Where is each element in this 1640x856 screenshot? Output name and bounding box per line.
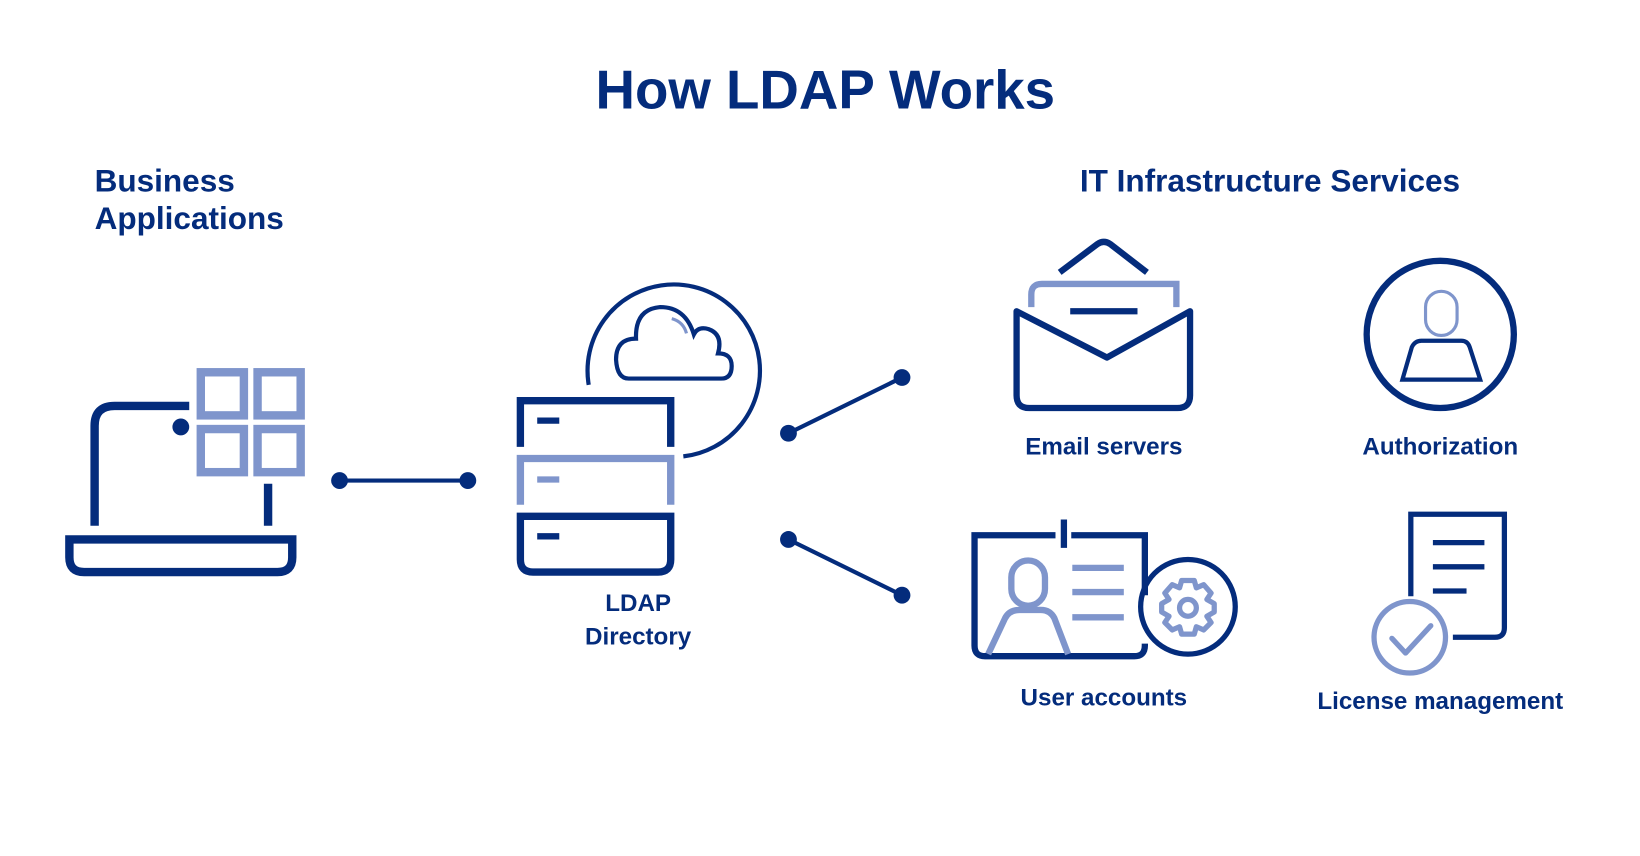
ldap-directory-label-line1: LDAP [605, 590, 671, 617]
email-servers-label: Email servers [1025, 433, 1182, 460]
business-applications-heading-line1: Business [95, 162, 235, 198]
ldap-directory-label-line2: Directory [585, 624, 692, 651]
open-envelope-icon [1013, 238, 1194, 412]
license-management-label: License management [1317, 688, 1563, 715]
authorization-label: Authorization [1362, 433, 1518, 460]
business-applications-heading-line2: Applications [95, 200, 284, 236]
app-grid-icon [196, 368, 305, 477]
connector-directory-to-bottom-services [780, 531, 911, 604]
connector-directory-to-top-services [780, 369, 911, 442]
laptop-with-app-grid-icon [65, 368, 305, 577]
it-infrastructure-heading: IT Infrastructure Services [1080, 162, 1460, 198]
gear-icon [1159, 577, 1217, 637]
user-accounts-label: User accounts [1021, 685, 1188, 712]
cloud-icon [613, 304, 734, 381]
diagram-title: How LDAP Works [595, 59, 1055, 120]
id-card-gear-icon [971, 519, 1238, 660]
server-stack-with-cloud-icon [516, 282, 762, 576]
user-circle-icon [1363, 257, 1518, 412]
document-check-icon [1371, 511, 1508, 676]
connector-apps-to-directory [331, 472, 477, 489]
